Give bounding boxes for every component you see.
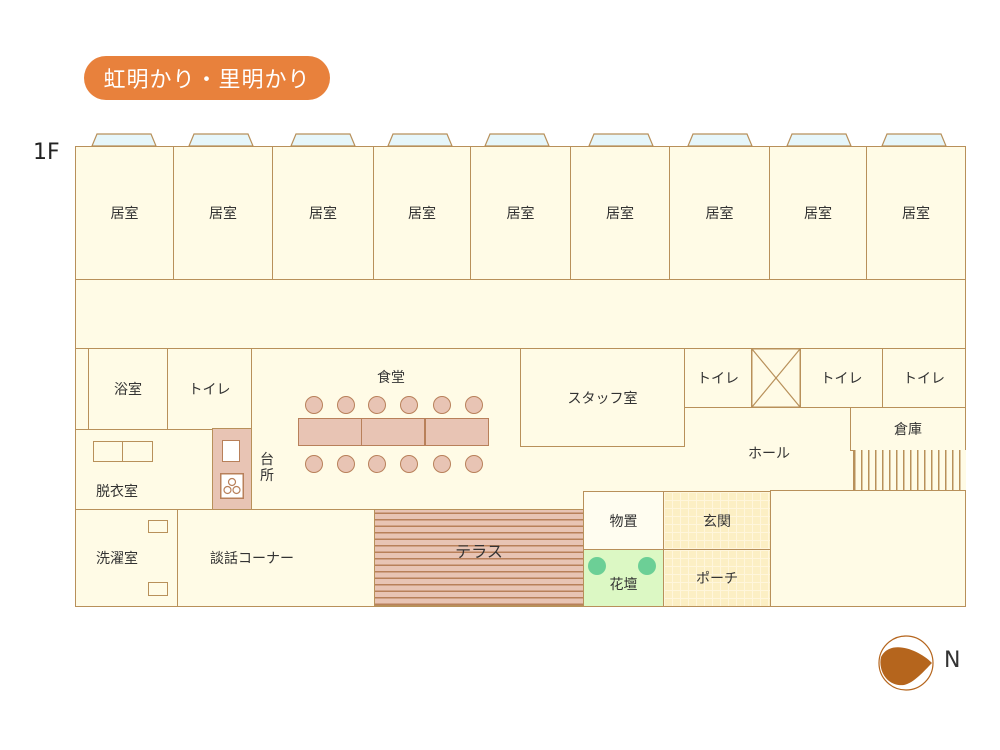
room-living-9[interactable]: 居室 xyxy=(866,146,966,280)
window-icon xyxy=(387,133,453,147)
window-icon xyxy=(881,133,947,147)
room-label: 食堂 xyxy=(377,370,405,386)
room-hall[interactable]: ホール xyxy=(748,443,790,463)
room-living-8[interactable]: 居室 xyxy=(769,146,867,280)
room-toilet-1[interactable]: トイレ xyxy=(684,348,752,408)
dining-table xyxy=(425,418,489,446)
chair-icon xyxy=(337,396,355,414)
window-icon xyxy=(188,133,254,147)
window-icon xyxy=(588,133,654,147)
page-title: 虹明かり・里明かり xyxy=(84,56,330,100)
chair-icon xyxy=(400,455,418,473)
room-label: スタッフ室 xyxy=(567,390,638,407)
room-living-4[interactable]: 居室 xyxy=(373,146,471,280)
room-living-5[interactable]: 居室 xyxy=(470,146,571,280)
room-toilet-west[interactable]: トイレ xyxy=(167,348,252,430)
room-entrance[interactable]: 玄関 xyxy=(663,491,771,550)
room-label: トイレ xyxy=(820,371,863,387)
room-label: 居室 xyxy=(110,206,139,222)
room-label: 居室 xyxy=(705,206,734,222)
kitchen-counter xyxy=(212,428,252,510)
room-living-7[interactable]: 居室 xyxy=(669,146,770,280)
room-label: 花壇 xyxy=(609,577,638,593)
stove-icon xyxy=(220,473,244,499)
room-dining[interactable]: 食堂 xyxy=(377,367,405,387)
washbasin xyxy=(122,441,153,462)
room-label: テラス xyxy=(455,541,503,561)
shrub-icon xyxy=(638,557,656,575)
room-label: 居室 xyxy=(804,206,832,222)
room-label: ポーチ xyxy=(696,571,738,587)
room-warehouse[interactable]: 倉庫 xyxy=(850,407,966,451)
room-east-unlabeled xyxy=(770,490,966,607)
room-living-1[interactable]: 居室 xyxy=(75,146,174,280)
room-label: 台所 xyxy=(260,452,274,484)
room-toilet-2[interactable]: トイレ xyxy=(800,348,883,408)
room-label: 玄関 xyxy=(703,513,731,530)
room-label: 居室 xyxy=(506,206,535,222)
washing-machine xyxy=(148,520,168,533)
window-icon xyxy=(786,133,852,147)
room-label: トイレ xyxy=(903,371,945,387)
shrub-icon xyxy=(588,557,606,575)
chair-icon xyxy=(433,455,451,473)
room-label: 居室 xyxy=(209,206,237,222)
chair-icon xyxy=(368,396,386,414)
room-label: 洗濯室 xyxy=(96,551,138,567)
room-label: 物置 xyxy=(609,513,638,530)
chair-icon xyxy=(305,455,323,473)
washing-machine xyxy=(148,582,168,596)
chair-icon xyxy=(465,396,483,414)
room-label: トイレ xyxy=(697,371,739,387)
room-living-2[interactable]: 居室 xyxy=(173,146,273,280)
compass-label: N xyxy=(944,648,961,673)
window-icon xyxy=(290,133,356,147)
corridor xyxy=(75,279,966,349)
chair-icon xyxy=(305,396,323,414)
room-label: 倉庫 xyxy=(894,422,922,438)
chair-icon xyxy=(465,455,483,473)
compass-north-icon xyxy=(878,635,934,691)
room-lounge[interactable]: 談話コーナー xyxy=(177,509,375,607)
room-label: ホール xyxy=(748,446,790,462)
room-staff[interactable]: スタッフ室 xyxy=(520,348,685,447)
washbasin xyxy=(93,441,123,462)
room-label: 居室 xyxy=(408,206,436,222)
room-label: トイレ xyxy=(188,382,231,398)
room-bath[interactable]: 浴室 xyxy=(88,348,168,430)
floor-label: 1F xyxy=(33,140,60,165)
chair-icon xyxy=(400,396,418,414)
room-porch[interactable]: ポーチ xyxy=(663,549,771,607)
window-icon xyxy=(91,133,157,147)
chair-icon xyxy=(337,455,355,473)
room-terrace[interactable]: テラス xyxy=(374,509,584,606)
room-storage-shed[interactable]: 物置 xyxy=(583,491,664,550)
window-icon xyxy=(687,133,753,147)
room-living-3[interactable]: 居室 xyxy=(272,146,374,280)
room-label: 談話コーナー xyxy=(210,551,294,567)
window-icon xyxy=(484,133,550,147)
room-label: 脱衣室 xyxy=(96,484,138,500)
room-label: 居室 xyxy=(309,206,337,222)
chair-icon xyxy=(433,396,451,414)
room-toilet-3[interactable]: トイレ xyxy=(882,348,966,408)
room-kitchen[interactable]: 台所 xyxy=(260,452,276,484)
dining-table xyxy=(361,418,425,446)
room-label: 浴室 xyxy=(114,382,142,398)
closet xyxy=(75,348,89,430)
chair-icon xyxy=(368,455,386,473)
room-living-6[interactable]: 居室 xyxy=(570,146,670,280)
stairs xyxy=(853,450,966,490)
sink-icon xyxy=(222,440,240,462)
dining-table xyxy=(298,418,362,446)
elevator-shaft-icon xyxy=(751,348,801,408)
room-label: 居室 xyxy=(606,206,634,222)
room-label: 居室 xyxy=(902,206,930,222)
